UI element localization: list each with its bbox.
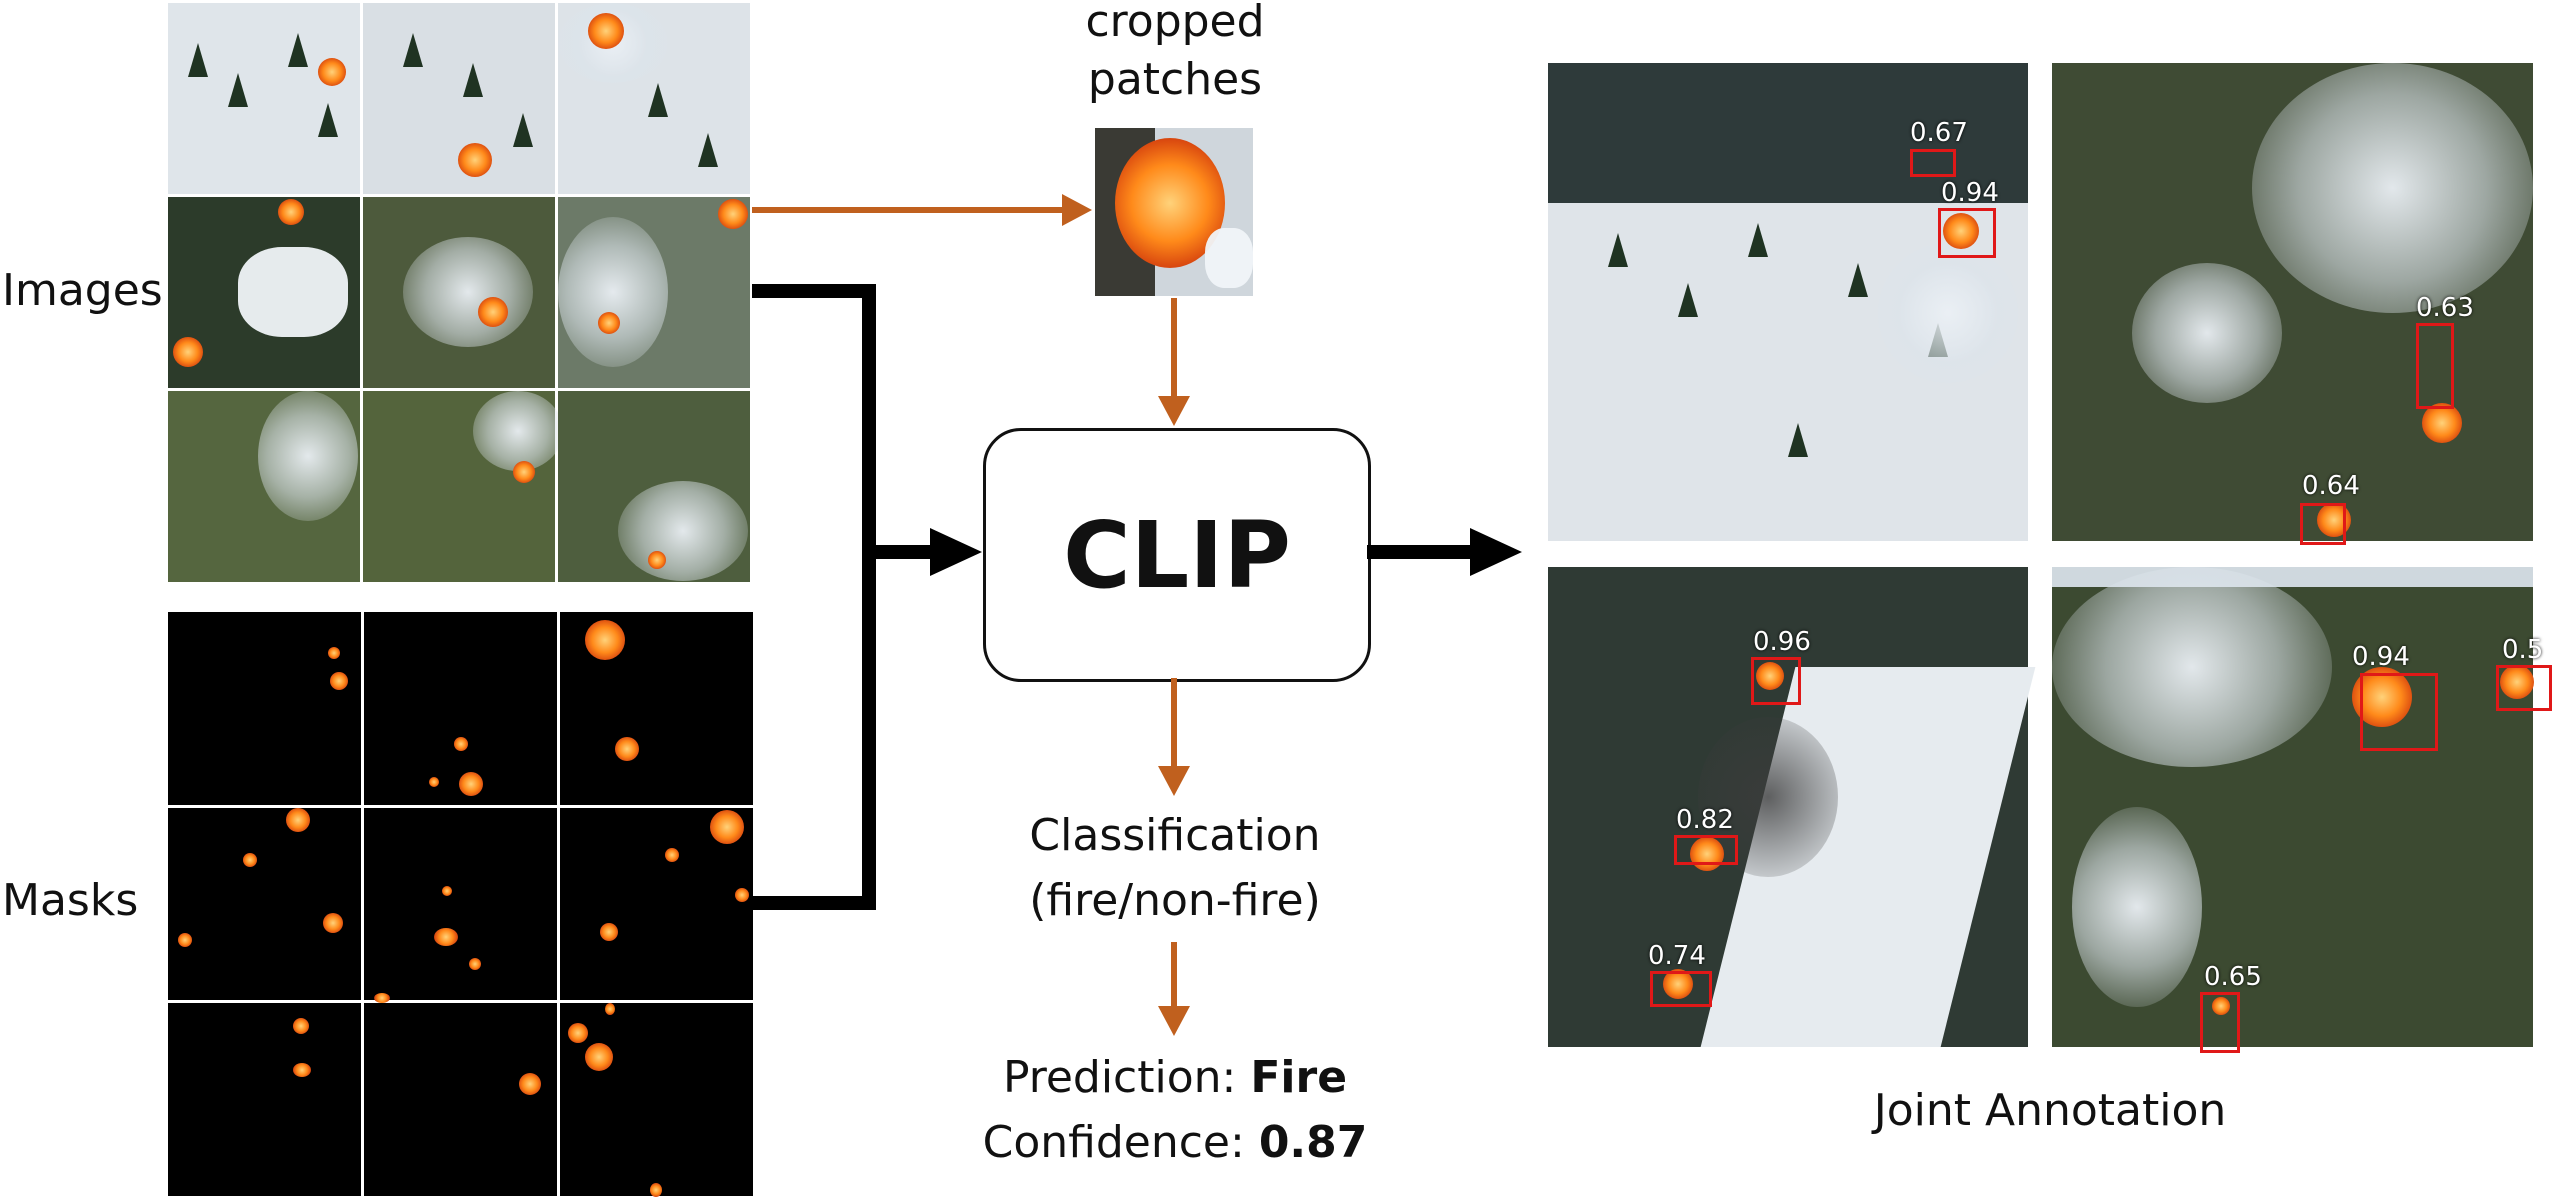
detection-box bbox=[1751, 657, 1801, 705]
detection-box bbox=[1674, 835, 1738, 865]
confidence-text: Confidence: 0.87 bbox=[900, 1117, 1450, 1168]
mask-tile bbox=[168, 612, 361, 805]
image-tile bbox=[363, 197, 555, 388]
mask-grid bbox=[168, 612, 753, 1197]
masks-label: Masks bbox=[2, 875, 139, 926]
image-tile bbox=[363, 3, 555, 194]
score-label: 0.5 bbox=[2502, 635, 2544, 665]
score-label: 0.65 bbox=[2204, 962, 2262, 992]
arrow-patches-to-clip bbox=[1158, 298, 1190, 426]
image-grid bbox=[168, 3, 750, 582]
mask-tile bbox=[168, 807, 361, 1001]
confidence-value: 0.87 bbox=[1258, 1117, 1368, 1168]
detection-box bbox=[2360, 673, 2438, 751]
mask-tile bbox=[364, 1003, 557, 1196]
score-label: 0.74 bbox=[1648, 941, 1706, 971]
score-label: 0.94 bbox=[2352, 642, 2410, 672]
prediction-label: Prediction: bbox=[1002, 1052, 1251, 1103]
arrow-classification-to-prediction bbox=[1158, 942, 1190, 1036]
detection-box bbox=[1910, 149, 1956, 177]
image-tile bbox=[168, 3, 360, 194]
arrow-clip-to-classification bbox=[1158, 678, 1190, 796]
classification-label: Classification bbox=[1029, 810, 1321, 861]
image-tile bbox=[558, 391, 750, 582]
score-label: 0.63 bbox=[2416, 293, 2474, 323]
images-label: Images bbox=[2, 265, 163, 316]
arrow-inputs-to-clip bbox=[752, 284, 982, 910]
score-label: 0.94 bbox=[1941, 178, 1999, 208]
mask-tile bbox=[364, 612, 557, 805]
classification-sublabel: (fire/non-fire) bbox=[1029, 875, 1321, 926]
arrow-clip-to-annotation bbox=[1367, 528, 1522, 576]
score-label: 0.82 bbox=[1676, 805, 1734, 835]
cropped-patch-image bbox=[1095, 128, 1253, 296]
mask-tile bbox=[560, 807, 753, 1001]
mask-tile bbox=[560, 1003, 753, 1197]
image-tile bbox=[168, 391, 360, 582]
prediction-value: Fire bbox=[1250, 1052, 1348, 1103]
arrow-images-to-patches bbox=[752, 194, 1092, 226]
detection-box bbox=[2496, 665, 2552, 711]
mask-tile bbox=[560, 612, 753, 805]
annotation-panel-top-left: 0.67 0.94 bbox=[1548, 63, 2028, 541]
score-label: 0.64 bbox=[2302, 471, 2360, 501]
image-tile bbox=[363, 391, 563, 582]
annotation-panel-top-right: 0.63 0.64 bbox=[2052, 63, 2533, 545]
image-tile bbox=[558, 3, 750, 194]
mask-tile bbox=[364, 807, 557, 1003]
image-tile bbox=[558, 197, 750, 388]
confidence-label: Confidence: bbox=[982, 1117, 1259, 1168]
detection-box bbox=[2200, 992, 2240, 1053]
prediction-text: Prediction: Fire bbox=[900, 1052, 1450, 1103]
detection-box bbox=[1650, 971, 1712, 1007]
annotation-panel-bottom-left: 0.96 0.82 0.74 bbox=[1548, 567, 2036, 1047]
image-tile bbox=[168, 197, 360, 388]
detection-box bbox=[1938, 208, 1996, 258]
detection-box bbox=[2416, 323, 2454, 409]
cropped-patches-label-line1: cropped bbox=[1085, 0, 1265, 47]
annotation-panel-bottom-right: 0.94 0.5 0.65 bbox=[2052, 567, 2552, 1053]
joint-annotation-label: Joint Annotation bbox=[1873, 1085, 2227, 1136]
mask-tile bbox=[168, 1003, 361, 1196]
detection-box bbox=[2300, 503, 2346, 545]
cropped-patches-label-line2: patches bbox=[1087, 54, 1263, 105]
score-label: 0.67 bbox=[1910, 118, 1968, 148]
score-label: 0.96 bbox=[1753, 627, 1811, 657]
